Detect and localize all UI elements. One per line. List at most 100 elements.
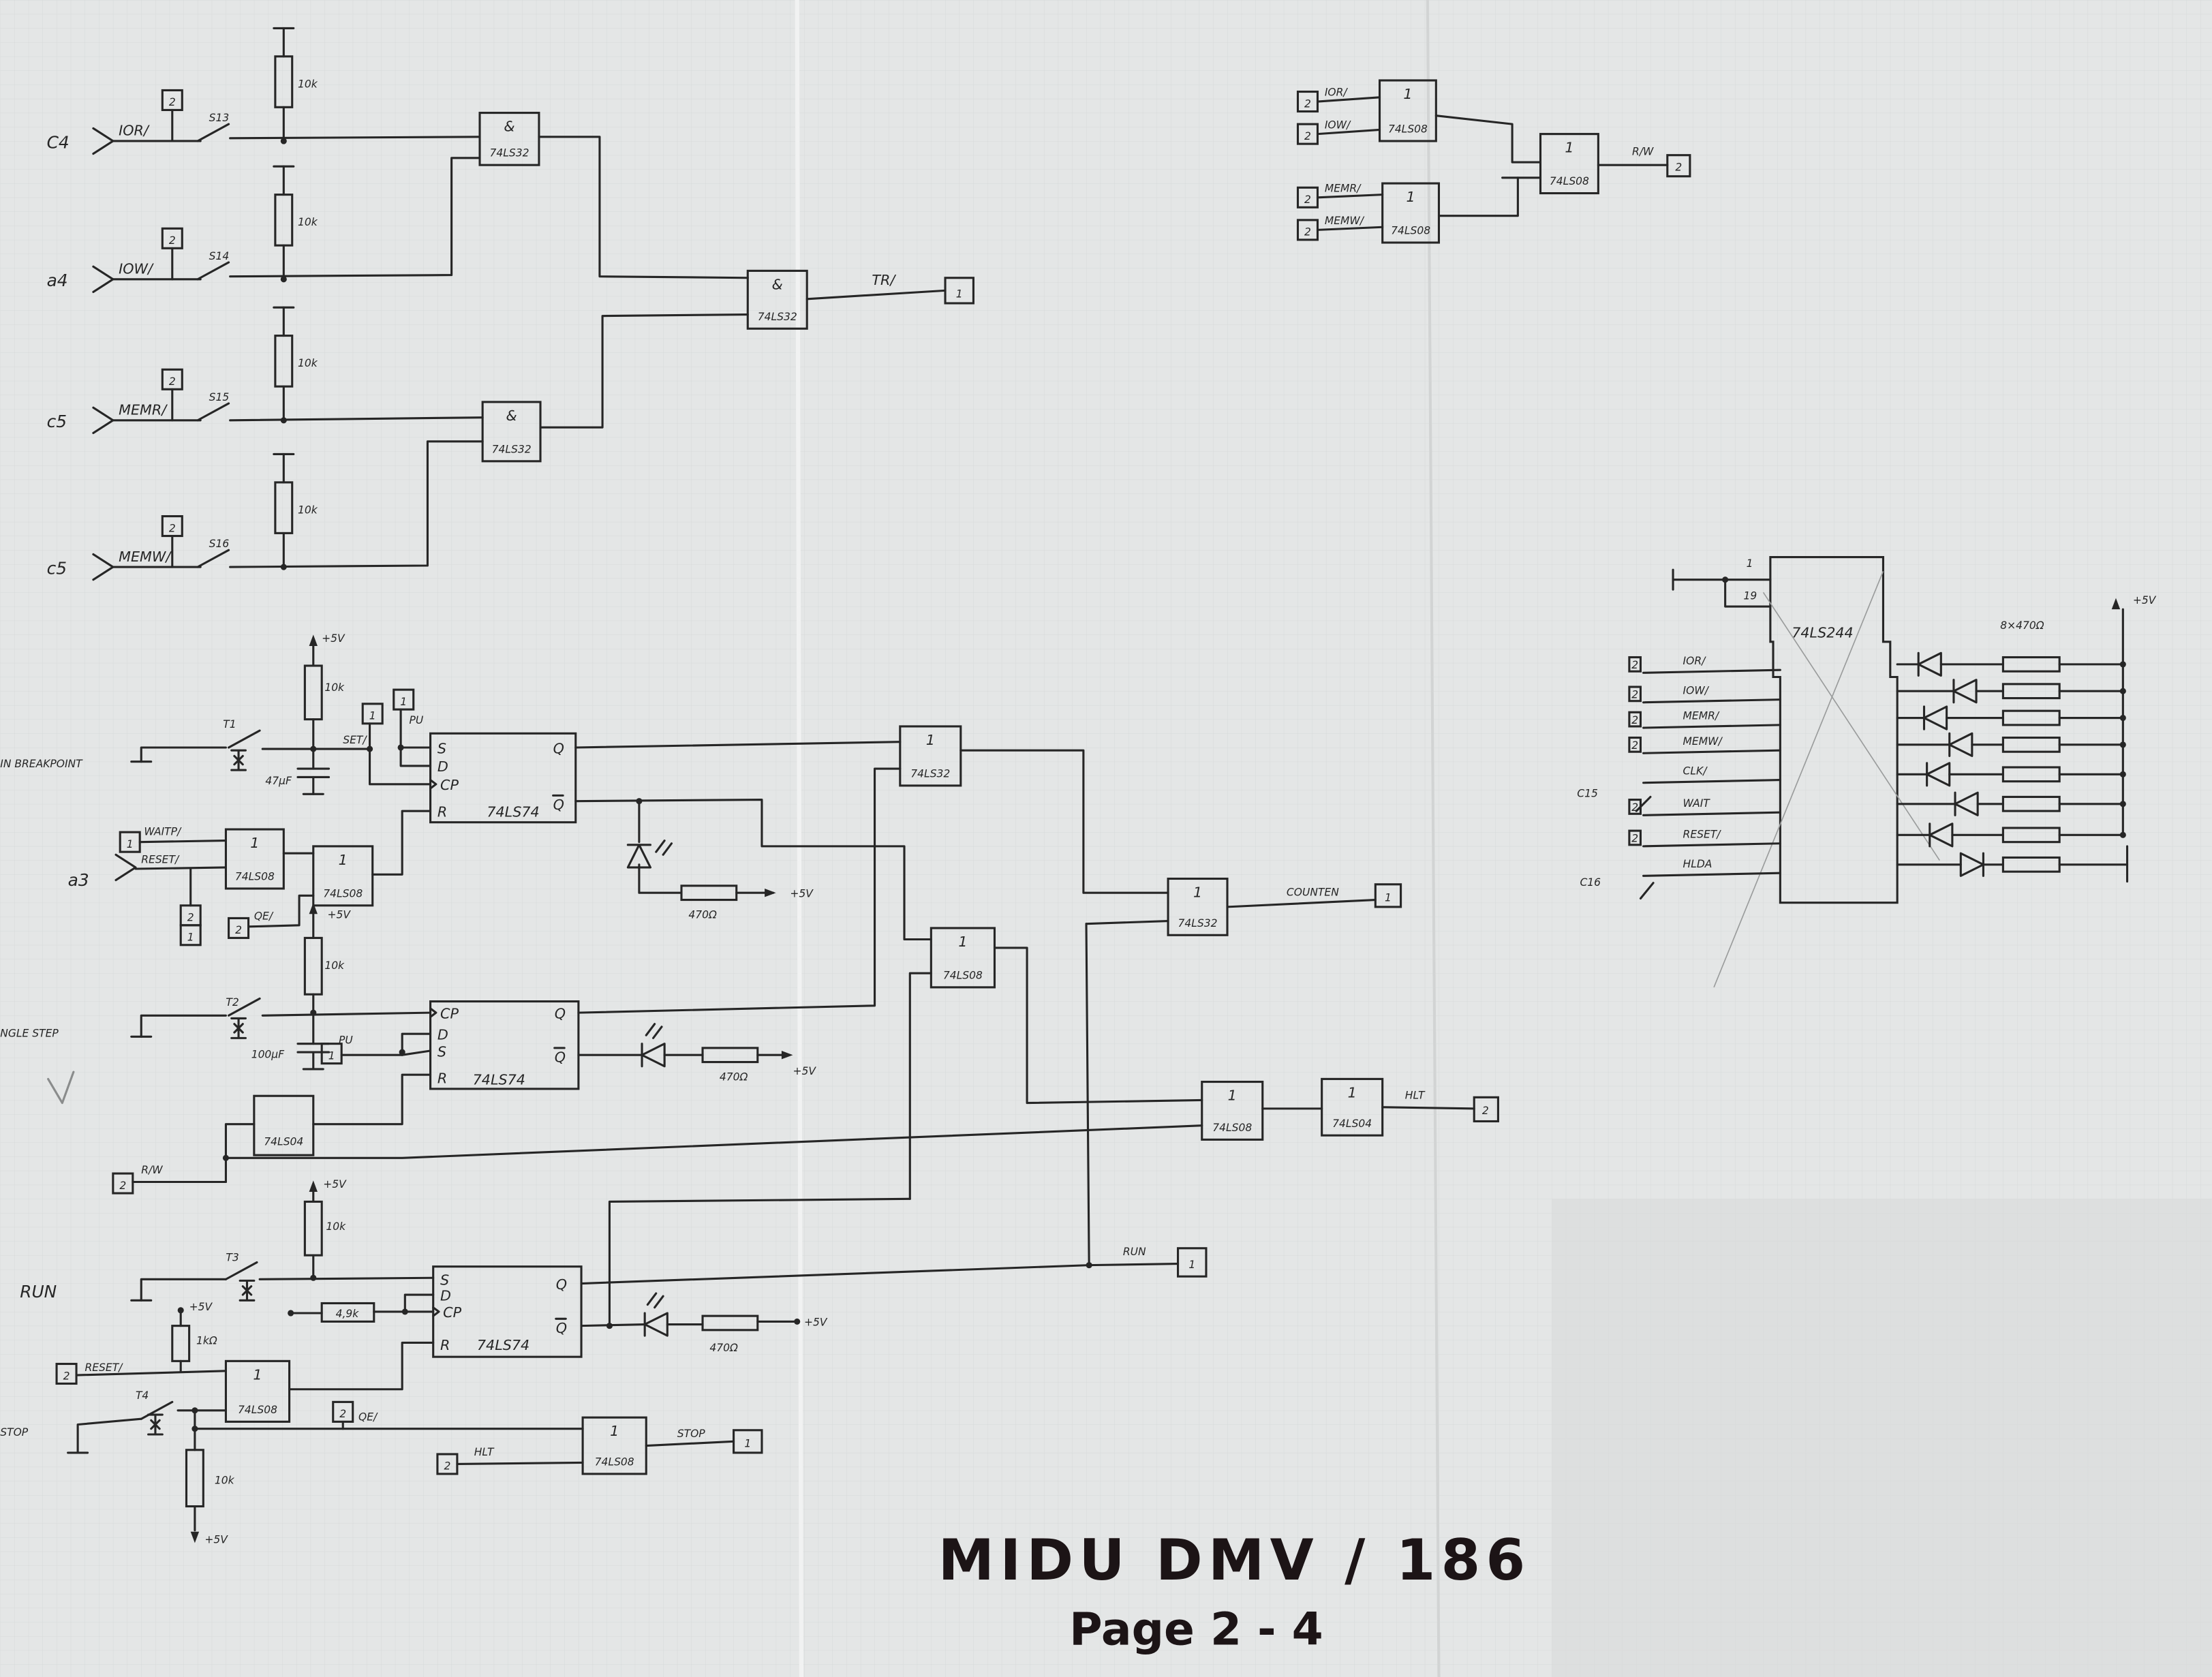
ref-box [1628,656,1642,673]
supply-label: +5V [189,1301,213,1313]
gate-rw [1539,133,1599,195]
junction-dot [399,1049,405,1056]
or-gate-counten-symbol: 1 [1193,884,1202,900]
pin-qn: Q [556,1320,567,1336]
switch-label: S15 [209,391,230,403]
pushbutton-icon [230,1017,247,1039]
switch-1 [196,261,230,281]
wire [75,1370,227,1376]
pin-cp: CP [440,777,459,793]
resistor-label: 470Ω [720,1071,748,1083]
switch-label: T4 [136,1389,149,1402]
pu-label: PU [339,1034,353,1047]
wire [959,749,1169,894]
wire [140,746,227,763]
buffer-chip-74ls244 [1769,556,1899,904]
wire [539,313,749,429]
wire [574,799,932,941]
waitp-ref-box-label: 1 [127,838,134,850]
breakpoint-switch [228,729,261,749]
resistor-label: 470Ω [688,908,717,921]
buffer-input-label: MEMR/ [1683,710,1720,722]
signal-label: MEMR/ [119,402,168,418]
inverter-part: 74LS04 [264,1136,303,1148]
pin-r: R [440,1337,450,1353]
wire [456,1461,584,1466]
connector-chevron-icon [1635,795,1652,812]
wire [229,136,481,140]
qe-label: QE/ [254,910,274,923]
or-gate-mem-part: 74LS32 [492,443,532,455]
counten-ref-label: 1 [1385,892,1392,904]
pin-d: D [437,1026,448,1043]
pin-s: S [437,1043,446,1060]
clock-triangle-icon [432,1306,440,1317]
chip-label: 74LS244 [1792,625,1853,641]
switch-label: S16 [209,538,230,550]
switch-label: T3 [226,1251,239,1263]
junction-dot [310,745,317,752]
connector-label: c5 [47,558,67,578]
input-ref-box-label: 2 [1304,130,1311,142]
led-resistor [701,1314,759,1332]
ref-box [1628,829,1642,846]
junction-dot [401,1308,408,1315]
gate-io [1378,79,1437,142]
clock-triangle-icon [429,1007,437,1018]
wire [312,1073,432,1126]
wire [1316,96,1381,103]
ref-label: 2 [1631,714,1638,726]
wire [1724,579,1772,608]
single-step-switch [228,997,261,1017]
resistor-label: 10k [298,504,318,516]
ref-box [1628,686,1642,703]
and-gate-hlt-part: 74LS08 [1212,1122,1252,1134]
resistor-label: 8×470Ω [2000,619,2044,632]
or-gate-tr-part: 74LS32 [758,311,797,323]
wire [369,722,432,786]
supply-arrow-icon [309,1180,318,1192]
hlt-ref-box-label: 2 [444,1460,450,1473]
hlt-ref-box [1473,1096,1499,1123]
connector-label: C4 [47,132,70,152]
supply-label: +5V [204,1533,228,1545]
led-rays-icon [646,1292,664,1309]
or-gate-mem-symbol: & [506,407,517,424]
resistor-label: 10k [298,216,318,228]
rw-ref-label: 2 [1675,161,1682,173]
resistor-label: 10k [324,681,345,694]
pin-r: R [437,803,447,820]
and-gate-reset-part: 74LS08 [323,887,363,899]
qe-ref-box [228,917,250,939]
set-ref-box [361,703,384,725]
or-gate-tr-symbol: & [772,276,783,292]
ref-label: 2 [1631,739,1638,752]
hlt-label: HLT [474,1446,495,1458]
junction-dot [397,744,404,751]
buffer-input-label: WAIT [1683,797,1711,810]
wire [229,440,484,568]
connector-chevron-icon [114,853,137,882]
ref-box-label: 2 [169,522,176,534]
pin-cp: CP [443,1304,461,1321]
supply-arrow-icon [765,888,776,897]
connector-label: C16 [1580,876,1601,889]
wire [224,1124,1203,1159]
wire [1642,779,1781,784]
shaded-area [1552,1199,2212,1677]
ref-box [1628,711,1642,728]
pin-s: S [440,1272,449,1289]
paper-fold [1426,0,1441,1677]
wire [399,708,432,767]
ff-part-label: 74LS74 [477,1337,529,1353]
hlt-ref-label: 2 [1482,1105,1489,1117]
wire [1316,226,1384,231]
or-gate-counten-part: 74LS32 [1178,917,1218,929]
or-gate-step [899,725,962,787]
pushbutton-icon [239,1279,256,1302]
ref-label: 2 [1631,833,1638,845]
junction-dot [794,1318,801,1325]
ref-box [1628,736,1642,753]
and-gate-hlt [1201,1080,1264,1141]
flip-flop-run [432,1265,583,1358]
